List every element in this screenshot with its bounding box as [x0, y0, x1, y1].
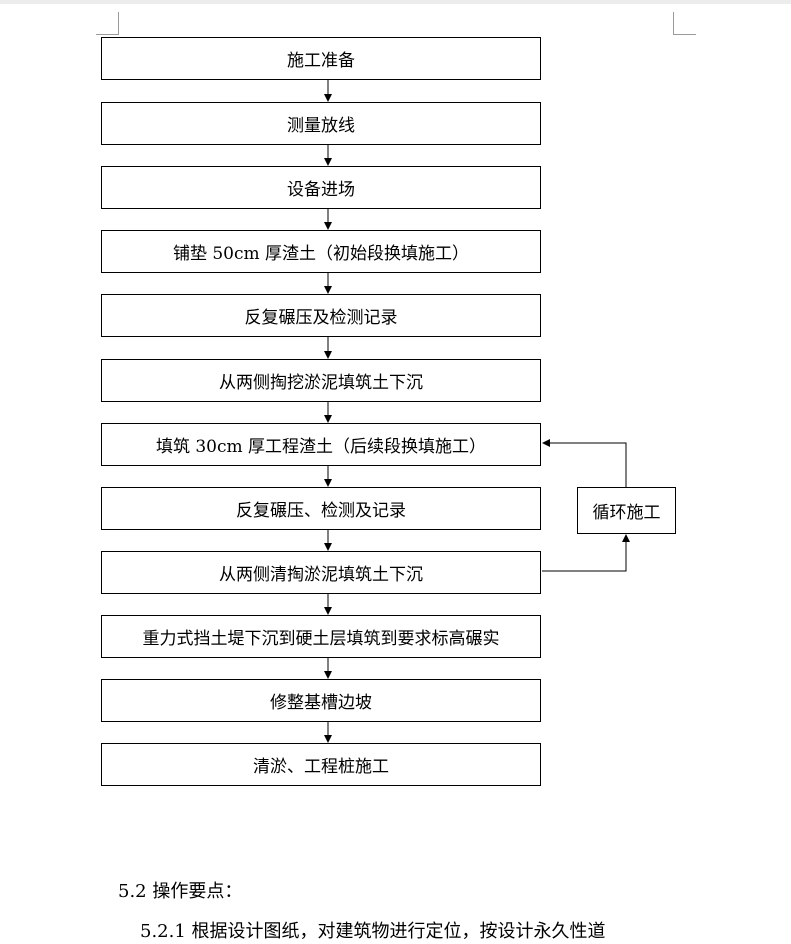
step-lay-50cm-fill: 铺垫 50cm 厚渣土（初始段换填施工） — [101, 230, 541, 273]
left-margin-corner-mark — [96, 12, 119, 35]
step-survey-layout: 测量放线 — [101, 102, 541, 145]
right-margin-corner-mark — [673, 12, 696, 35]
paragraph-text: 5.2.1 根据设计图纸，对建筑物进行定位，按设计永久性道 — [140, 921, 606, 942]
step-label: 修整基槽边坡 — [270, 693, 372, 713]
step-equipment-entry: 设备进场 — [101, 166, 541, 209]
step-label: 从两侧清掏淤泥填筑土下沉 — [219, 565, 423, 585]
step-label: 清淤、工程桩施工 — [253, 757, 389, 777]
section-heading: 5.2 操作要点： — [118, 881, 243, 902]
loop-label: 循环施工 — [592, 503, 661, 523]
loop-construction-box: 循环施工 — [577, 487, 676, 534]
step-label: 测量放线 — [287, 116, 355, 136]
step-excavate-silt-1: 从两侧掏挖淤泥填筑土下沉 — [101, 359, 541, 402]
step-label: 施工准备 — [287, 51, 355, 71]
step-label: 反复碾压、检测及记录 — [236, 501, 406, 521]
step-desilt-piles: 清淤、工程桩施工 — [101, 743, 541, 786]
step-label: 设备进场 — [287, 180, 355, 200]
step-compaction-testing-2: 反复碾压、检测及记录 — [101, 487, 541, 530]
step-construction-preparation: 施工准备 — [101, 37, 541, 80]
step-label: 填筑 30cm 厚工程渣土（后续段换填施工） — [155, 437, 487, 457]
step-trim-slope: 修整基槽边坡 — [101, 679, 541, 722]
step-label: 重力式挡土堤下沉到硬土层填筑到要求标高碾实 — [142, 629, 500, 649]
step-excavate-silt-2: 从两侧清掏淤泥填筑土下沉 — [101, 551, 541, 594]
step-compaction-testing-1: 反复碾压及检测记录 — [101, 294, 541, 337]
step-label: 从两侧掏挖淤泥填筑土下沉 — [219, 373, 423, 393]
step-fill-30cm: 填筑 30cm 厚工程渣土（后续段换填施工） — [101, 423, 541, 466]
step-label: 反复碾压及检测记录 — [244, 308, 398, 328]
step-retaining-dike-sink: 重力式挡土堤下沉到硬土层填筑到要求标高碾实 — [101, 615, 541, 658]
page-top-edge — [0, 0, 791, 4]
step-label: 铺垫 50cm 厚渣土（初始段换填施工） — [172, 244, 470, 264]
